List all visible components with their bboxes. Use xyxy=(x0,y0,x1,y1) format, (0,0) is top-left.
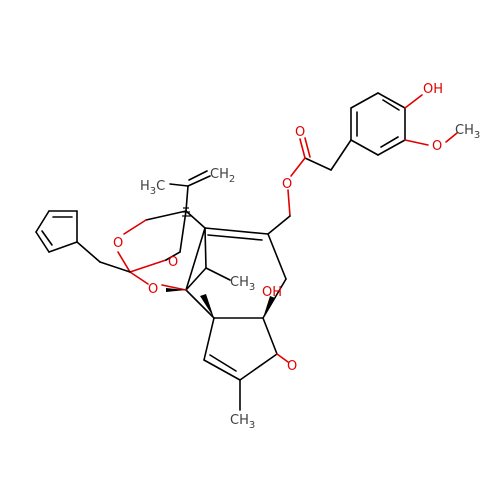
bond-carbonyl-ester-o xyxy=(290,157,306,177)
label-ester-o: O xyxy=(282,177,292,192)
label-orthoester-o3: O xyxy=(148,282,158,297)
wedge-bond-2 xyxy=(200,294,214,318)
bond-ring-ome xyxy=(404,139,429,146)
label-ch3-bottom: CH3 xyxy=(230,413,255,431)
label-ketone-o: O xyxy=(287,359,297,374)
label-carbonyl-o: O xyxy=(295,125,305,140)
bond-ester-o-ch2 xyxy=(287,189,291,217)
vanillyl-ring xyxy=(350,92,406,156)
bond-ch2-ring xyxy=(267,215,291,235)
bond-carbonyl-o-2 xyxy=(304,137,311,158)
label-oh-top: OH xyxy=(423,82,443,97)
label-methoxy-o: O xyxy=(432,139,442,154)
bond-ch2-carbonyl xyxy=(304,157,332,171)
bond-ring-ch2 xyxy=(330,139,352,171)
label-ch2-isopropenyl: CH2 xyxy=(210,167,235,185)
bond-carbonyl-o-1 xyxy=(299,138,306,159)
label-methoxy-ch: CH3 xyxy=(455,123,480,141)
bond-ring-oh xyxy=(404,94,423,109)
core-bonds xyxy=(145,210,289,411)
wedge-bond-1 xyxy=(166,288,186,292)
orthoester-bonds xyxy=(99,219,187,291)
wedge-bond-3 xyxy=(263,296,275,318)
hash-bond-isopropenyl xyxy=(182,207,191,217)
label-h3c-isopropenyl: H3C xyxy=(140,179,165,197)
label-ch3-ring: CH3 xyxy=(230,275,255,293)
isopropenyl-bonds xyxy=(169,170,211,212)
label-orthoester-o1: O xyxy=(113,236,123,251)
label-oh-ring: OH xyxy=(262,285,282,300)
label-orthoester-o2: O xyxy=(168,255,178,270)
bond-o-ch3 xyxy=(445,132,458,143)
benzyl-ring xyxy=(35,210,101,263)
